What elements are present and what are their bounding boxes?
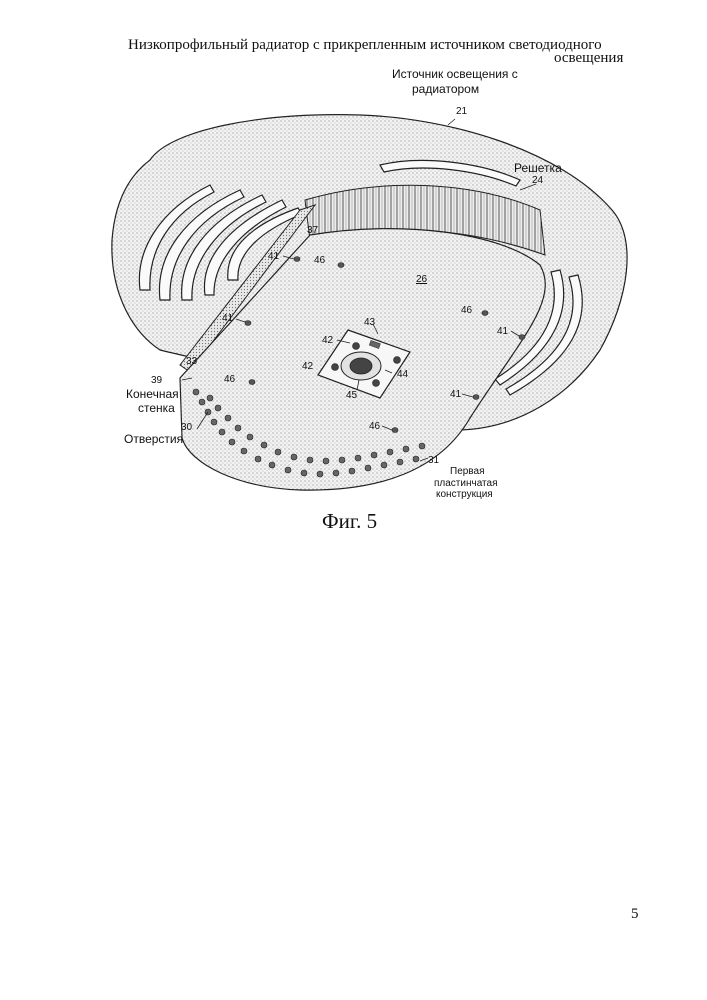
ref-41-a: 41 (268, 251, 280, 262)
ref-46-c: 46 (224, 374, 236, 385)
label-end-wall-2: стенка (138, 401, 175, 415)
ref-26: 26 (416, 274, 428, 285)
figure-5-drawing: Источник освещения с радиатором 21 Решет… (0, 0, 707, 540)
ref-42-b: 42 (302, 361, 314, 372)
ref-21: 21 (456, 106, 468, 117)
ref-24: 24 (532, 175, 544, 186)
ref-44: 44 (397, 369, 409, 380)
ref-31: 31 (428, 455, 440, 466)
ref-43: 43 (364, 317, 376, 328)
ref-46-a: 46 (314, 255, 326, 266)
ref-42-a: 42 (322, 335, 334, 346)
label-first-plate-1: Первая (450, 466, 485, 477)
ref-46-d: 46 (369, 421, 381, 432)
ref-33: 33 (186, 356, 198, 367)
label-openings: Отверстия (124, 432, 183, 446)
label-grille: Решетка (514, 161, 562, 175)
label-first-plate-2: пластинчатая (434, 478, 498, 489)
ref-39: 39 (151, 375, 163, 386)
ref-41-c: 41 (497, 326, 509, 337)
page-number: 5 (631, 906, 639, 923)
ref-37: 37 (307, 225, 319, 236)
label-first-plate-3: конструкция (436, 489, 493, 500)
ref-45: 45 (346, 390, 358, 401)
ref-46-b: 46 (461, 305, 473, 316)
figure-caption: Фиг. 5 (322, 509, 377, 534)
label-source-line2: радиатором (412, 82, 479, 96)
label-source-line1: Источник освещения с (392, 67, 518, 81)
label-end-wall-1: Конечная (126, 387, 179, 401)
ref-41-d: 41 (450, 389, 462, 400)
ref-41-b: 41 (222, 313, 234, 324)
